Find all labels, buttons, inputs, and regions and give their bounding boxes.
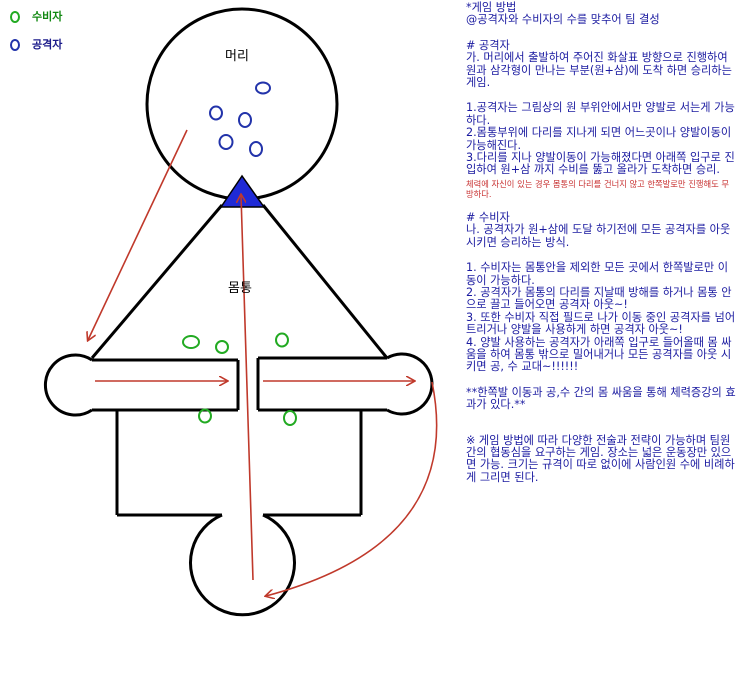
defender-rule-1: 1. 수비자는 몸통안을 제외한 모든 곳에서 한쪽발로만 이동이 가능하다. (466, 261, 729, 287)
attacker-goal: 가. 머리에서 출발하여 주어진 화살표 방향으로 진행하여 원과 삼각형이 만… (466, 51, 736, 90)
defender-markers (182, 332, 297, 426)
left-arm (43, 353, 93, 417)
rules-title: *게임 방법 (466, 1, 517, 14)
body-label: 몸통 (228, 281, 252, 296)
attacker-markers (209, 81, 271, 157)
head-label: 머리 (225, 49, 249, 64)
effect-text: **한쪽발 이동과 공,수 간의 몸 싸움을 통해 체력증강의 효과가 있다.*… (466, 385, 736, 412)
attacker-marker-icon (10, 39, 20, 51)
head-circle (145, 7, 339, 201)
defender-goal: 나. 공격자가 원+삼에 도달 하기전에 모든 공격자를 아웃 시키면 승리하는… (466, 223, 734, 249)
footer-note: ※ 게임 방법에 따라 다양한 전술과 전략이 가능하며 팀원간의 협동심을 요… (466, 433, 735, 484)
defender-rule-3: 3. 또한 수비자 직접 필드로 나가 이동 중인 공격자를 넘어트리거나 양발… (466, 310, 736, 337)
rules-panel: *게임 방법 @공격자와 수비자의 수를 맞추어 팀 결성 # 공격자 가. 머… (466, 0, 736, 484)
defender-marker (283, 410, 297, 426)
attacker-marker (238, 112, 252, 128)
defender-marker (182, 335, 200, 349)
legend-defender: 수비자 (10, 10, 62, 24)
body-left-edge (90, 204, 224, 359)
bottom-entry (189, 513, 296, 617)
goal-triangle (219, 174, 266, 208)
body-right-edge (261, 204, 389, 359)
attacker-marker (249, 141, 263, 157)
defender-rule-4: 4. 양발 사용하는 공격자가 아래쪽 입구로 들어올때 몸 싸움을 하여 몸통… (466, 335, 732, 374)
defender-marker (275, 332, 289, 348)
field-diagram (43, 7, 438, 617)
legend-defender-label: 수비자 (32, 10, 63, 23)
defender-marker-icon (10, 11, 20, 23)
rules-intro: @공격자와 수비자의 수를 맞추어 팀 결성 (466, 13, 660, 27)
attacker-rule-2: 2.몸통부위에 다리를 지나게 되면 어느곳이나 양발이동이 가능해진다. (466, 126, 735, 152)
attacker-note: 체력에 자신이 있는 경우 몸통의 다리를 건너지 않고 한쪽발로만 진행해도 … (466, 178, 730, 199)
defender-rule-2: 2. 공격자가 몸통의 다리를 지날때 방해를 하거나 몸통 안으로 끌고 들어… (466, 285, 732, 312)
legend-attacker-label: 공격자 (32, 38, 63, 51)
arrow-head-to-left (88, 129, 188, 340)
defender-heading: # 수비자 (466, 210, 510, 224)
defender-marker (198, 408, 212, 424)
legend-attacker: 공격자 (10, 38, 62, 52)
attacker-marker (255, 81, 271, 95)
arrow-bottom-to-goal (241, 195, 254, 581)
arrow-right-to-bottom (266, 381, 438, 596)
attacker-marker (218, 134, 234, 150)
attacker-marker (209, 105, 223, 121)
attacker-rule-1: 1.공격자는 그림상의 원 부위안에서만 양발로 서는게 가능하다. (466, 101, 735, 127)
attacker-rule-3: 3.다리를 지나 양발이동이 가능해졌다면 아래쪽 입구로 진입하여 원+삼 까… (466, 151, 735, 177)
defender-marker (215, 340, 229, 354)
right-arm (386, 352, 434, 416)
attacker-heading: # 공격자 (466, 38, 510, 52)
